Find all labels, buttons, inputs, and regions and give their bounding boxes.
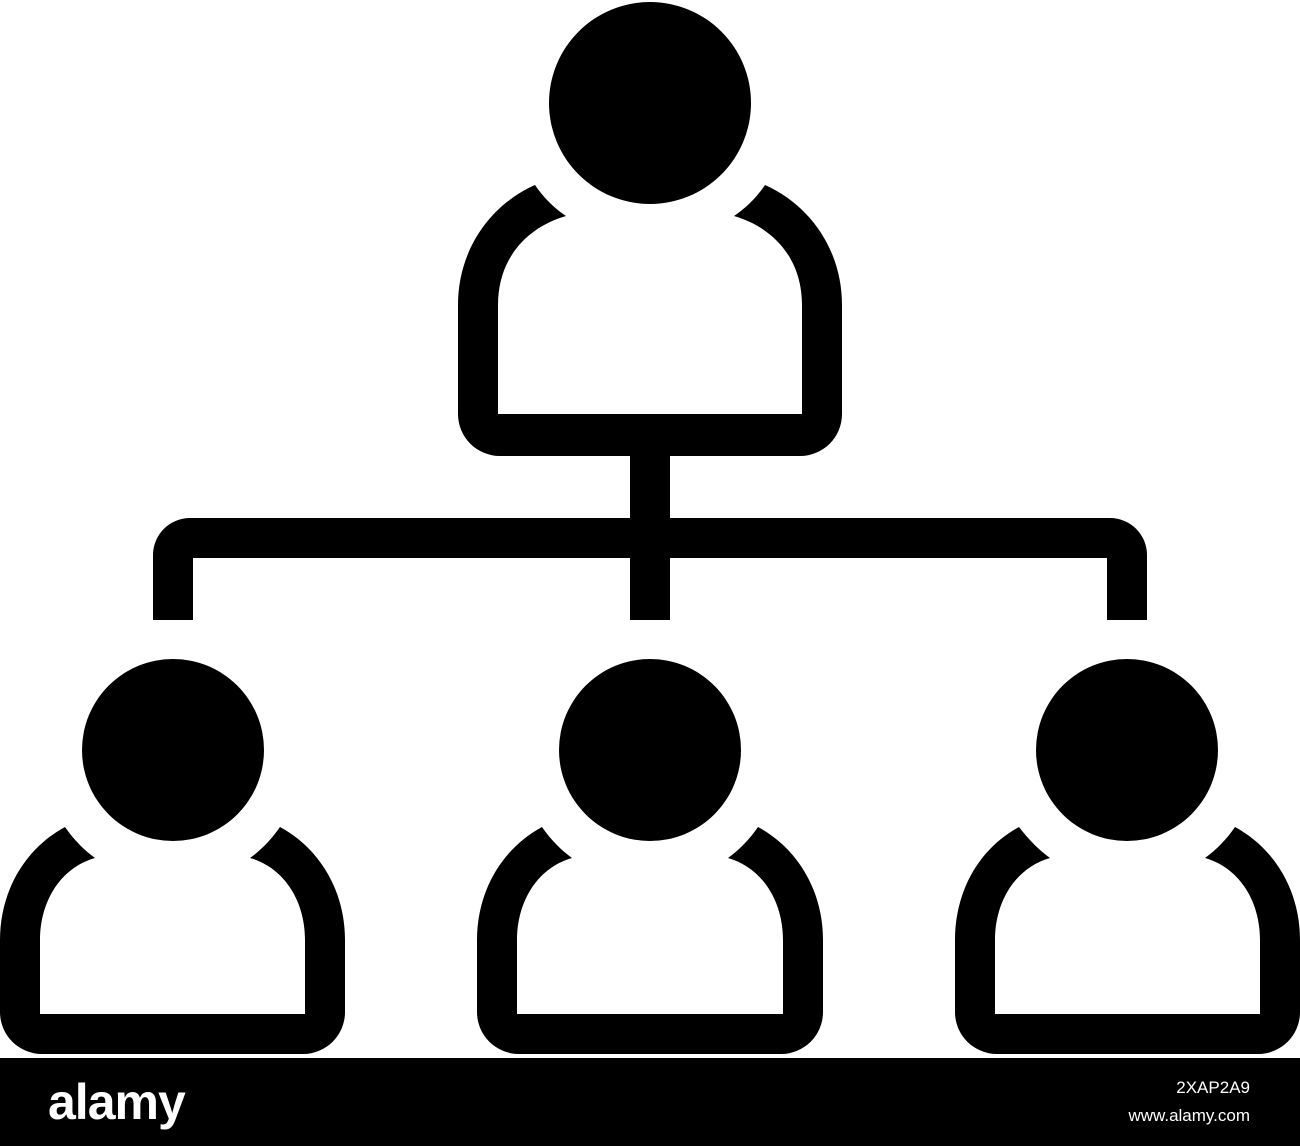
bottom-left-person-icon [0, 659, 345, 1054]
bottom-right-person-body [955, 827, 1300, 1054]
watermark-url: www.alamy.com [1128, 1106, 1250, 1125]
connector-vertical-middle [630, 552, 670, 620]
bottom-left-person-head [82, 659, 264, 841]
bottom-right-person-head [1036, 659, 1218, 841]
top-person-body [458, 185, 842, 456]
top-person-icon [458, 2, 842, 456]
bottom-middle-person-head [559, 659, 741, 841]
bottom-middle-person-icon [477, 659, 823, 1054]
connector-horizontal [153, 518, 1147, 620]
hierarchy-connectors [153, 455, 1147, 620]
top-person-head [549, 2, 751, 204]
watermark-bar: alamy 2XAP2A9 www.alamy.com [0, 1058, 1300, 1146]
bottom-right-person-icon [955, 659, 1300, 1054]
alamy-logo: alamy [48, 1074, 186, 1130]
connector-vertical-top [630, 455, 670, 522]
image-id-label: 2XAP2A9 [1176, 1078, 1250, 1097]
bottom-left-person-body [0, 827, 345, 1054]
bottom-middle-person-body [477, 827, 823, 1054]
org-chart-icon [0, 2, 1300, 1054]
